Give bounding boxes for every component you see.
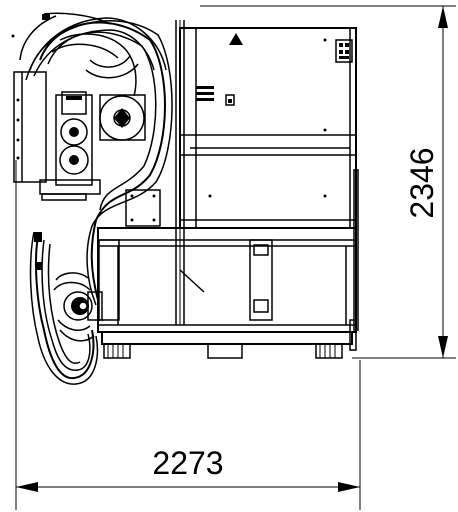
warning-triangle (229, 33, 243, 45)
control-box (125, 189, 161, 227)
gearbox-column (55, 94, 93, 186)
gear-wheel (59, 145, 89, 175)
vent-grille (335, 39, 353, 63)
arrow-top (438, 6, 448, 28)
machine-body (97, 20, 359, 359)
support-leg-right (249, 239, 273, 321)
base-frame (97, 227, 357, 333)
motor-housing (63, 291, 93, 321)
drive-assembly (11, 14, 161, 321)
width-dimension: 2273 (15, 160, 361, 510)
arrow-left (16, 482, 38, 492)
width-label: 2273 (152, 445, 223, 481)
hose-bundle (19, 12, 173, 385)
height-dimension: 2346 (200, 5, 456, 359)
height-label: 2346 (404, 147, 440, 218)
support-leg-left (98, 239, 120, 321)
arrow-right (338, 482, 360, 492)
center-block (207, 343, 243, 359)
cabinet-upper (179, 27, 357, 229)
base-skid (101, 331, 353, 345)
arrow-bottom (438, 336, 448, 358)
